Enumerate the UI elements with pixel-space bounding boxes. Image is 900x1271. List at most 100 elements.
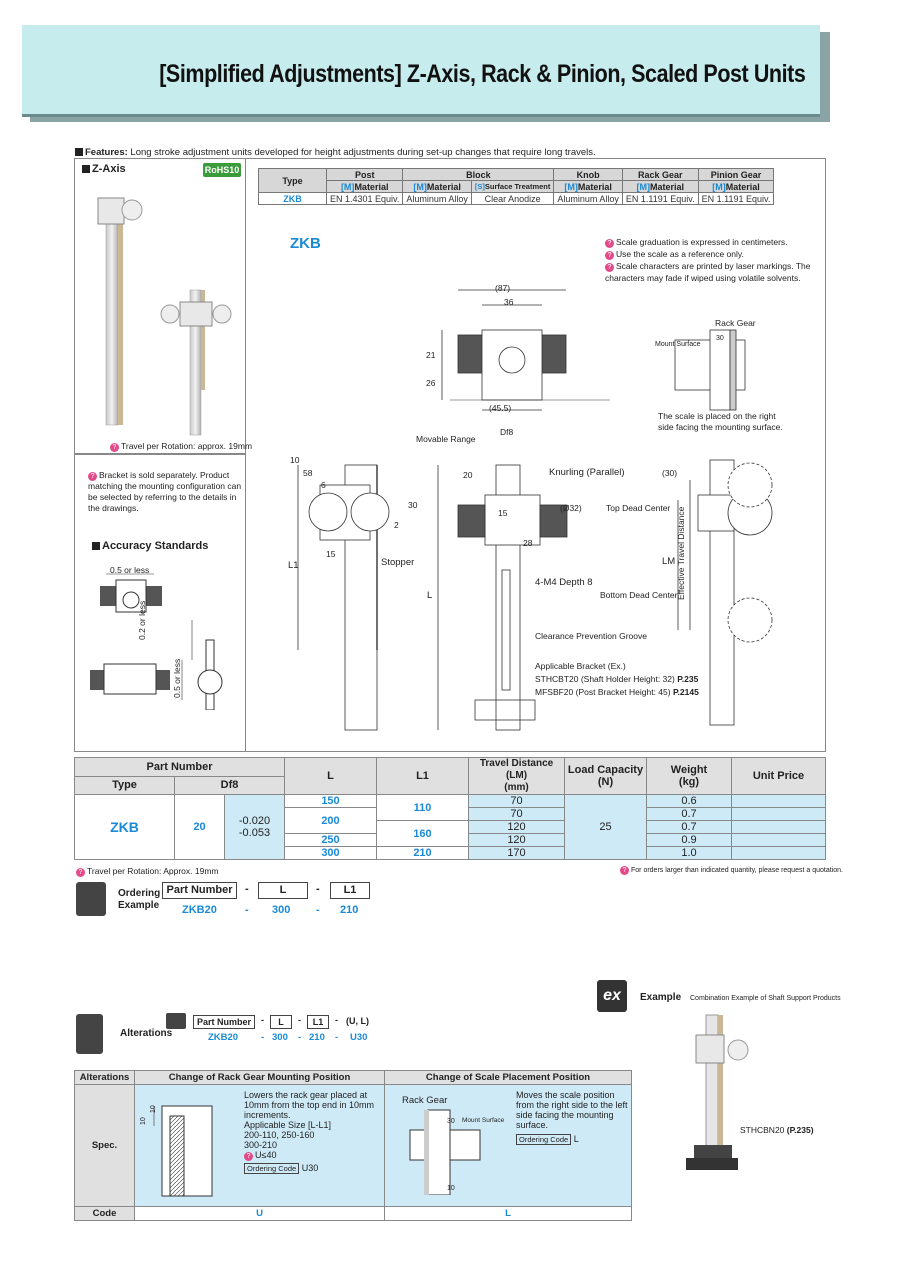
scale-30: 30 [447,1118,455,1125]
scale-alteration-text: Moves the scale position from the right … [516,1090,628,1145]
dim-df8: Df8 [500,427,514,437]
scale-10: 10 [447,1185,455,1192]
pt-load-value: 25 [564,794,647,860]
spec-surface-header: [S]Surface Treatment [470,180,555,193]
alt-code-l: L [384,1206,632,1221]
pt-weight-value: 1.0 [646,846,732,860]
accuracy-dim-2: 0.2 or less [137,600,147,640]
alt-L1-box: L1 [307,1015,329,1029]
pt-L1-header: L1 [376,757,469,795]
pt-type-value: ZKB [74,794,175,860]
pt-L1-value: 160 [376,820,469,847]
ordering-code-label: Ordering Code [516,1134,572,1145]
drawing-title: ZKB [290,235,321,252]
pt-travel-header: Travel Distance (LM)(mm) [468,757,565,795]
bracket-note: ?Bracket is sold separately. Product mat… [88,470,242,513]
ex-icon: ex [597,980,627,1012]
features-line: Features: Long stroke adjustment units d… [75,147,596,158]
accuracy-dim-3: 0.5 or less [172,658,182,698]
hint-icon: ? [620,866,629,875]
dim-32: (Ø32) [560,503,582,513]
pt-load-header: Load Capacity(N) [564,757,647,795]
ordering-L-value: 300 [272,904,291,916]
label-m4: 4-M4 Depth 8 [535,577,593,588]
dim-20: 20 [463,470,473,480]
spec-material-header: [M]Material [402,180,472,193]
rack-alteration-drawing [153,1105,213,1197]
ordering-L-box: L [258,882,308,899]
product-photo-panel [74,158,246,454]
alt-part-value: ZKB20 [208,1032,239,1043]
dim-28: 28 [523,538,533,548]
alterations-label: Alterations [120,1028,173,1039]
dash: - [316,904,320,916]
alt-part-box: Part Number [193,1015,255,1029]
alt-options: (U, L) [346,1016,369,1026]
spec-material-header: [M]Material [325,180,404,193]
label-eff-travel: Effective Travel Distance [676,506,686,600]
pt-LM-value: 120 [468,833,565,847]
scale-mount-surface: Mount Surface [462,1117,505,1124]
spec-table: Type Post Block Knob Rack Gear Pinion Ge… [258,168,775,205]
dim-LM: LM [662,556,676,567]
dash: - [245,883,249,895]
example-photo [686,1014,749,1170]
hint-icon: ? [605,239,614,248]
label-movable-range: Movable Range [416,434,476,444]
alt-spec-label: Spec. [74,1084,135,1207]
scale-30: 30 [716,335,724,342]
note-item: ?Scale characters are printed by laser m… [605,261,811,283]
label-bracket2: MFSBF20 (Post Bracket Height: 45) P.2145 [535,687,699,697]
pt-LM-value: 70 [468,807,565,821]
hint-icon: ? [76,868,85,877]
pt-price-value [731,833,826,847]
scale-alteration-drawing [409,1109,481,1195]
accuracy-label: Accuracy Standards [92,540,208,552]
dim-15b: 15 [498,508,508,518]
dim-L1: L1 [288,560,299,571]
rack-alteration-text: Lowers the rack gear placed at 10mm from… [244,1090,375,1174]
dim-45-5: (45.5) [489,403,512,413]
rohs-badge: RoHS10 [203,163,241,177]
pt-weight-value: 0.9 [646,833,732,847]
pt-weight-header: Weight(kg) [646,757,732,795]
square-bullet-icon [75,148,83,156]
spec-knob-header: Knob [553,168,623,181]
pt-d-value: 20 [174,794,225,860]
pt-price-header: Unit Price [731,757,826,795]
pt-weight-value: 0.6 [646,794,732,808]
dash: - [245,904,249,916]
spec-block-header: Block [402,168,555,181]
pt-L-value: 300 [284,846,377,860]
pt-LM-value: 120 [468,820,565,834]
drill-icon [76,1014,103,1054]
label-rack-gear: Rack Gear [715,318,756,328]
spec-type-header: Type [258,168,327,193]
dim-30: 30 [408,500,418,510]
alt-L-value: 300 [272,1032,288,1043]
pt-LM-value: 170 [468,846,565,860]
product-photo [97,197,232,436]
rack-dim-10a: 10 [140,1117,147,1125]
spec-value: Aluminum Alloy [553,192,623,205]
notes-list: ?Scale graduation is expressed in centim… [605,236,820,284]
technical-drawing [297,289,773,731]
dim-26: 26 [426,378,436,388]
pt-weight-value: 0.7 [646,807,732,821]
zaxis-label: Z-Axis [82,163,126,175]
hint-icon: ? [605,251,614,260]
phone-icon [166,1013,186,1029]
label-scale-note: The scale is placed on the right side fa… [658,411,783,432]
pt-price-value [731,794,826,808]
dim-30b: (30) [662,468,678,478]
hint-icon: ? [88,472,97,481]
spec-material-header: [M]Material [697,180,775,193]
alt-code-u: U [134,1206,385,1221]
spec-pinion-header: Pinion Gear [697,168,775,181]
example-sub: Combination Example of Shaft Support Pro… [690,995,841,1002]
label-bracket-ex: Applicable Bracket (Ex.) [535,661,626,671]
alt-L1-value: 210 [309,1032,325,1043]
ordering-code-label: Ordering Code [244,1163,300,1174]
alt-scale-header: Change of Scale Placement Position [384,1070,632,1085]
